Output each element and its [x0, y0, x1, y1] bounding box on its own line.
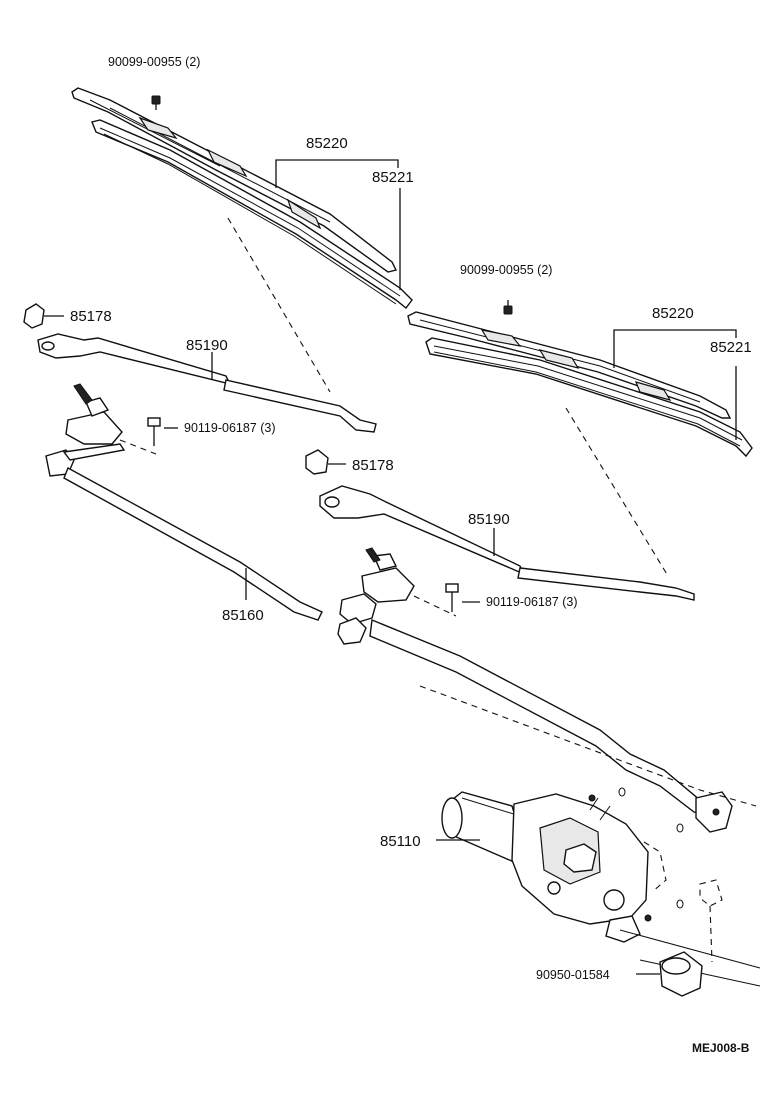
label-blade-left: 85220 — [306, 135, 348, 152]
label-insert-right: 85221 — [710, 339, 752, 356]
bolt-right[interactable] — [445, 583, 459, 612]
pivot-cap-left[interactable] — [23, 303, 45, 329]
label-screw-upper-left: 90099-00955 (2) — [108, 55, 200, 69]
label-bolt-left: 90119-06187 (3) — [184, 421, 276, 435]
label-insert-left: 85221 — [372, 169, 414, 186]
body-mount-line — [419, 685, 757, 807]
pivot-left[interactable] — [65, 383, 123, 445]
label-link-rod: 85160 — [222, 607, 264, 624]
label-bolt-right: 90119-06187 (3) — [486, 595, 578, 609]
label-grommet: 90950-01584 — [536, 968, 610, 982]
wiper-link-rod[interactable] — [45, 443, 733, 833]
wiper-blade-left[interactable] — [71, 87, 413, 309]
wiper-arm-left[interactable] — [37, 333, 377, 433]
label-blade-right: 85220 — [652, 305, 694, 322]
wiper-arm-right[interactable] — [319, 485, 695, 601]
label-cap-left: 85178 — [70, 308, 112, 325]
leader-blade-left — [275, 159, 399, 188]
bolt-left[interactable] — [147, 417, 161, 446]
label-arm-left: 85190 — [186, 337, 228, 354]
grommet[interactable] — [659, 951, 703, 997]
wiper-motor[interactable] — [441, 791, 652, 943]
label-arm-right: 85190 — [468, 511, 510, 528]
pivot-cap-right[interactable] — [305, 449, 329, 475]
pivot-right[interactable] — [361, 547, 415, 603]
assembly-line-right-blade — [565, 407, 669, 577]
assembly-line-left-blade — [227, 217, 331, 393]
wiper-blade-right[interactable] — [407, 311, 753, 458]
assembly-line-bolt-left — [119, 439, 157, 455]
label-cap-right: 85178 — [352, 457, 394, 474]
assembly-line-bolt-right — [413, 595, 457, 617]
diagram-code: MEJ008-B — [692, 1041, 750, 1055]
label-screw-upper-right: 90099-00955 (2) — [460, 263, 552, 277]
screw-upper-right[interactable] — [503, 300, 513, 315]
screw-upper-left[interactable] — [151, 95, 161, 110]
leader-blade-right — [613, 329, 737, 368]
label-motor: 85110 — [380, 833, 421, 850]
